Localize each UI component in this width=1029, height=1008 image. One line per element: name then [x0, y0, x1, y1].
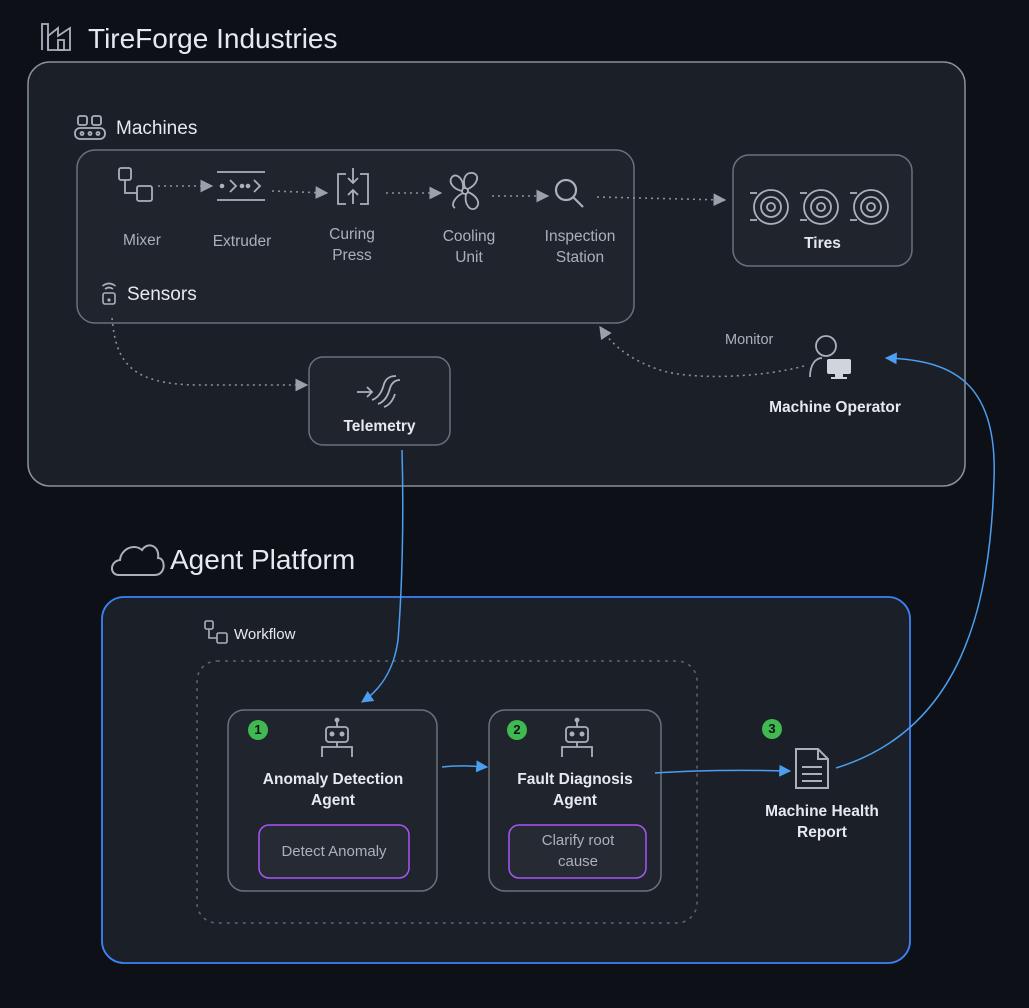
telemetry-box	[308, 356, 451, 446]
sensors-label: Sensors	[127, 284, 197, 305]
detect-anomaly-task: Detect Anomaly	[281, 843, 387, 860]
workflow-arrows	[361, 352, 995, 777]
workflow-icon	[204, 620, 228, 644]
machine-label-extruder: Extruder	[212, 233, 272, 250]
magnifier-icon	[554, 178, 584, 208]
operator-label: Machine Operator	[769, 399, 901, 416]
extruder-icon	[217, 171, 265, 201]
platform-title: Agent Platform	[170, 544, 356, 575]
robot-icon	[561, 717, 593, 757]
machines-group-label: Machines	[116, 118, 198, 139]
machine-label-cooling-unit: Cooling Unit	[442, 228, 496, 266]
detect-anomaly-task-box	[258, 824, 410, 879]
curing-press-icon	[337, 168, 369, 205]
robot-icon	[321, 717, 353, 757]
arrow-fault-report	[654, 764, 792, 777]
telemetry-icon	[357, 375, 401, 408]
clarify-root-cause-task-box	[508, 824, 647, 879]
arrow-report-operator	[835, 352, 995, 769]
operator-icon	[809, 335, 851, 379]
tires-label: Tires	[804, 235, 841, 252]
monitor-edge-label: Monitor	[725, 332, 774, 348]
step-badge-2: 2	[507, 720, 527, 740]
fault-agent-label: Fault Diagnosis Agent	[517, 771, 633, 809]
tires-icon	[750, 189, 889, 225]
sensor-icon	[102, 282, 116, 305]
workflow-label: Workflow	[234, 626, 296, 643]
step-badge-1: 1	[248, 720, 268, 740]
machines-group	[76, 149, 635, 324]
fan-icon	[449, 172, 480, 210]
clarify-root-cause-task: Clarify root cause	[541, 832, 615, 870]
machine-label-mixer: Mixer	[123, 232, 161, 249]
step-badge-3: 3	[762, 719, 782, 739]
arrow-telemetry-anomaly-agent	[361, 449, 404, 703]
document-icon	[795, 748, 829, 789]
mixer-icon	[118, 167, 153, 202]
cloud-icon	[111, 544, 165, 576]
report-label: Machine Health Report	[765, 803, 879, 841]
machine-label-curing-press: Curing Press	[329, 226, 375, 264]
arrow-anomaly-fault-agent	[441, 760, 489, 773]
conveyor-icon	[74, 115, 106, 140]
telemetry-label: Telemetry	[343, 418, 416, 435]
factory-title: TireForge Industries	[88, 23, 338, 54]
factory-icon	[41, 23, 71, 51]
machine-label-inspection-station: Inspection Station	[544, 228, 616, 266]
workflow-group	[196, 660, 698, 924]
anomaly-agent-label: Anomaly Detection Agent	[262, 771, 404, 809]
